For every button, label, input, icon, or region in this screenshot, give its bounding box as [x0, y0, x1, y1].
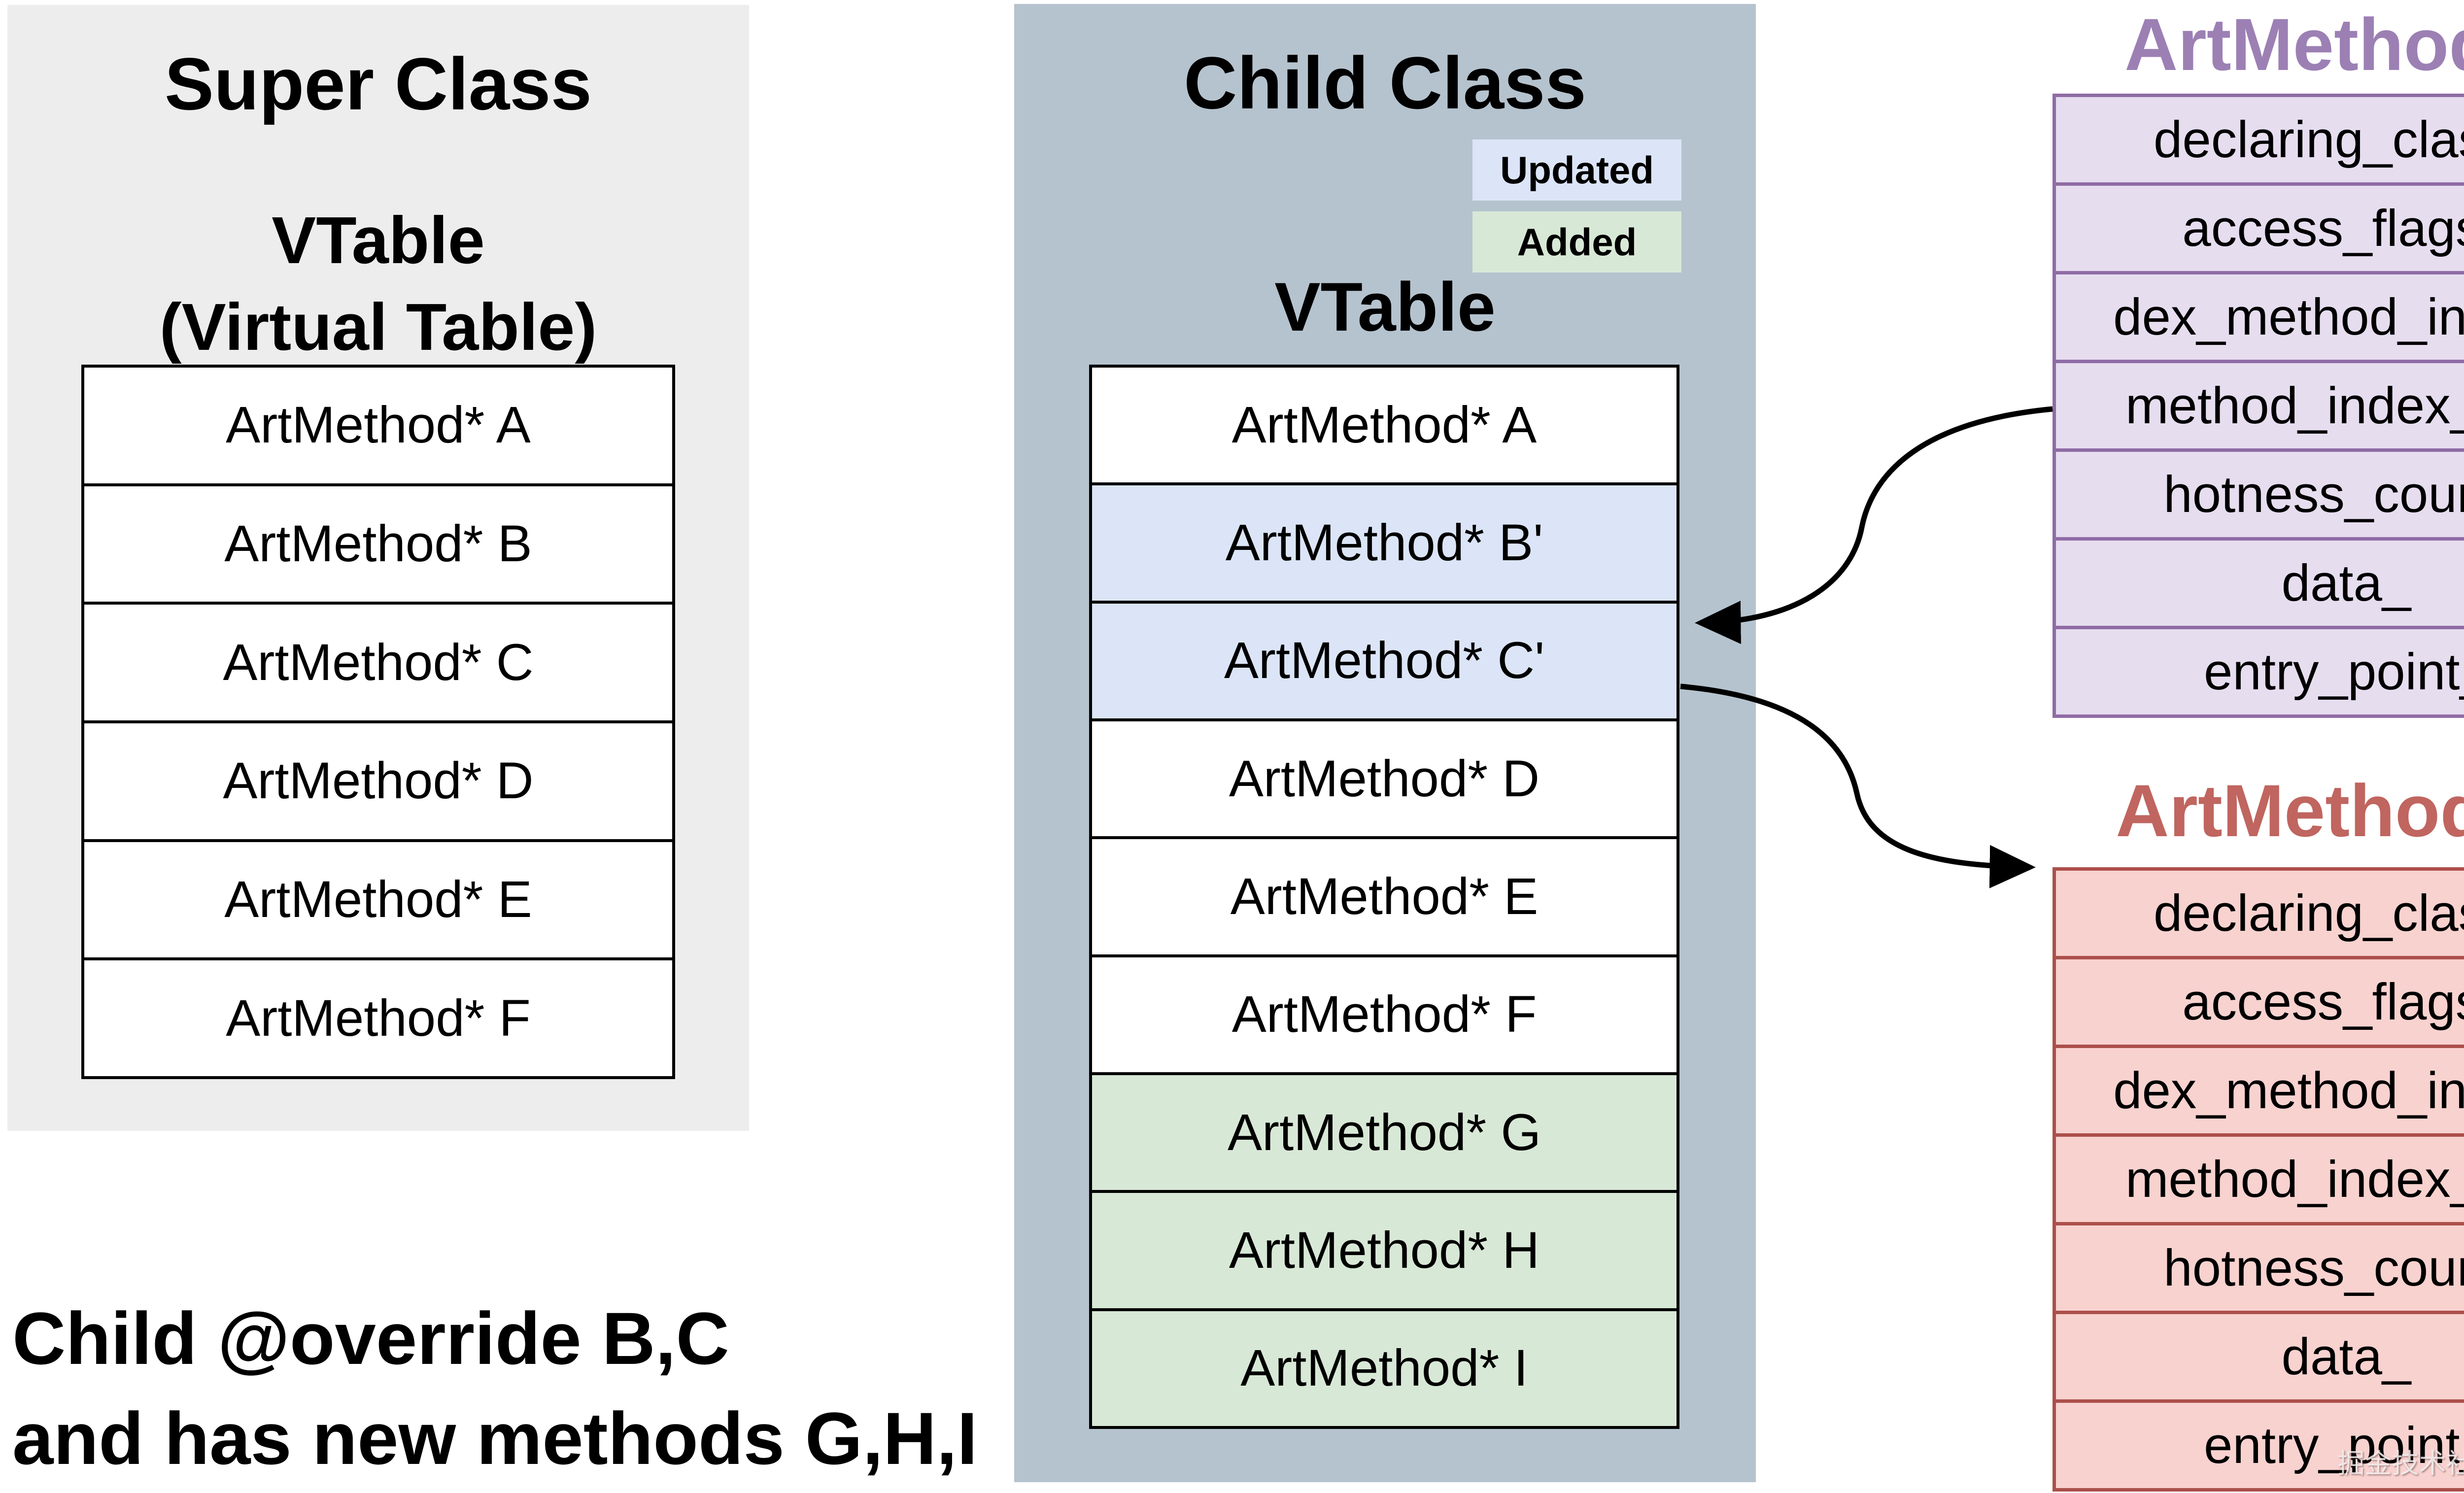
artmethod-c-prime-field-method-index: method_index_ = 2: [2056, 1133, 2464, 1222]
artmethod-c-field-data: data_: [2056, 537, 2464, 626]
artmethod-c-prime-field-dex-method-index: dex_method_index_: [2056, 1045, 2464, 1133]
child-vtable-table: ArtMethod* A ArtMethod* B' ArtMethod* C'…: [1089, 365, 1679, 1429]
artmethod-c-prime-field-hotness-count: hotness_count_: [2056, 1222, 2464, 1311]
super-vtable-sublabel: (Virtual Table): [159, 289, 597, 364]
child-vtable-label: VTable: [1274, 268, 1496, 345]
super-class-panel: Super Class VTable (Virtual Table) ArtMe…: [7, 5, 749, 1131]
child-vtable-row-h-added: ArtMethod* H: [1092, 1190, 1677, 1308]
watermark: 掘金技术社区 @ 芦半山: [2337, 1448, 2464, 1479]
artmethod-c-prime-field-entry-point: entry_point_: [2056, 1399, 2464, 1488]
super-class-title: Super Class: [164, 42, 592, 125]
super-vtable-row-d: ArtMethod* D: [84, 720, 672, 839]
super-vtable-table: ArtMethod* A ArtMethod* B ArtMethod* C A…: [81, 365, 675, 1079]
child-vtable-row-c-updated: ArtMethod* C': [1092, 600, 1677, 718]
caption-line-2: and has new methods G,H,I: [12, 1396, 978, 1480]
child-vtable-row-g-added: ArtMethod* G: [1092, 1072, 1677, 1190]
child-class-panel: Child Class Updated Added VTable ArtMeth…: [1014, 4, 1756, 1482]
artmethod-c-table: declaring_class_ access_flags_ dex_metho…: [2053, 94, 2464, 718]
artmethod-c-prime-title: ArtMethod C': [2116, 769, 2464, 852]
artmethod-c-field-hotness-count: hotness_count_: [2056, 448, 2464, 537]
child-vtable-row-i-added: ArtMethod* I: [1092, 1308, 1677, 1426]
artmethod-c-prime-table: declaring_class_ access_flags_ dex_metho…: [2053, 867, 2464, 1492]
super-vtable-row-c: ArtMethod* C: [84, 602, 672, 721]
artmethod-c-prime-field-declaring-class: declaring_class_: [2153, 884, 2464, 942]
artmethod-c-field-method-index: method_index_ = 2: [2056, 360, 2464, 448]
super-vtable-row-b: ArtMethod* B: [84, 483, 672, 602]
super-vtable-row-f: ArtMethod* F: [84, 957, 672, 1077]
child-vtable-row-b-updated: ArtMethod* B': [1092, 482, 1677, 601]
child-vtable-row-f: ArtMethod* F: [1092, 954, 1677, 1072]
child-vtable-row-a: ArtMethod* A: [1092, 368, 1677, 483]
child-vtable-row-d: ArtMethod* D: [1092, 718, 1677, 837]
artmethod-c-prime-field-data: data_: [2056, 1311, 2464, 1399]
super-vtable-label: VTable: [272, 203, 485, 277]
artmethod-c-field-dex-method-index: dex_method_index_: [2056, 271, 2464, 360]
legend-added: Added: [1472, 211, 1681, 272]
artmethod-c-title: ArtMethod C: [2124, 3, 2464, 86]
child-vtable-row-e: ArtMethod* E: [1092, 836, 1677, 954]
artmethod-c-field-entry-point: entry_point_: [2056, 626, 2464, 714]
artmethod-c-field-access-flags: access_flags_: [2056, 182, 2464, 271]
child-class-title: Child Class: [1184, 41, 1586, 124]
super-vtable-row-e: ArtMethod* E: [84, 839, 672, 958]
legend-updated: Updated: [1472, 139, 1681, 201]
artmethod-c-field-declaring-class: declaring_class_: [2153, 110, 2464, 169]
artmethod-c-prime-field-access-flags: access_flags_: [2056, 956, 2464, 1045]
caption-line-1: Child @override B,C: [12, 1297, 729, 1380]
caption: Child @override B,C and has new methods …: [12, 1289, 978, 1488]
super-vtable-subtitle: VTable (Virtual Table): [7, 197, 749, 370]
super-vtable-row-a: ArtMethod* A: [84, 368, 672, 483]
